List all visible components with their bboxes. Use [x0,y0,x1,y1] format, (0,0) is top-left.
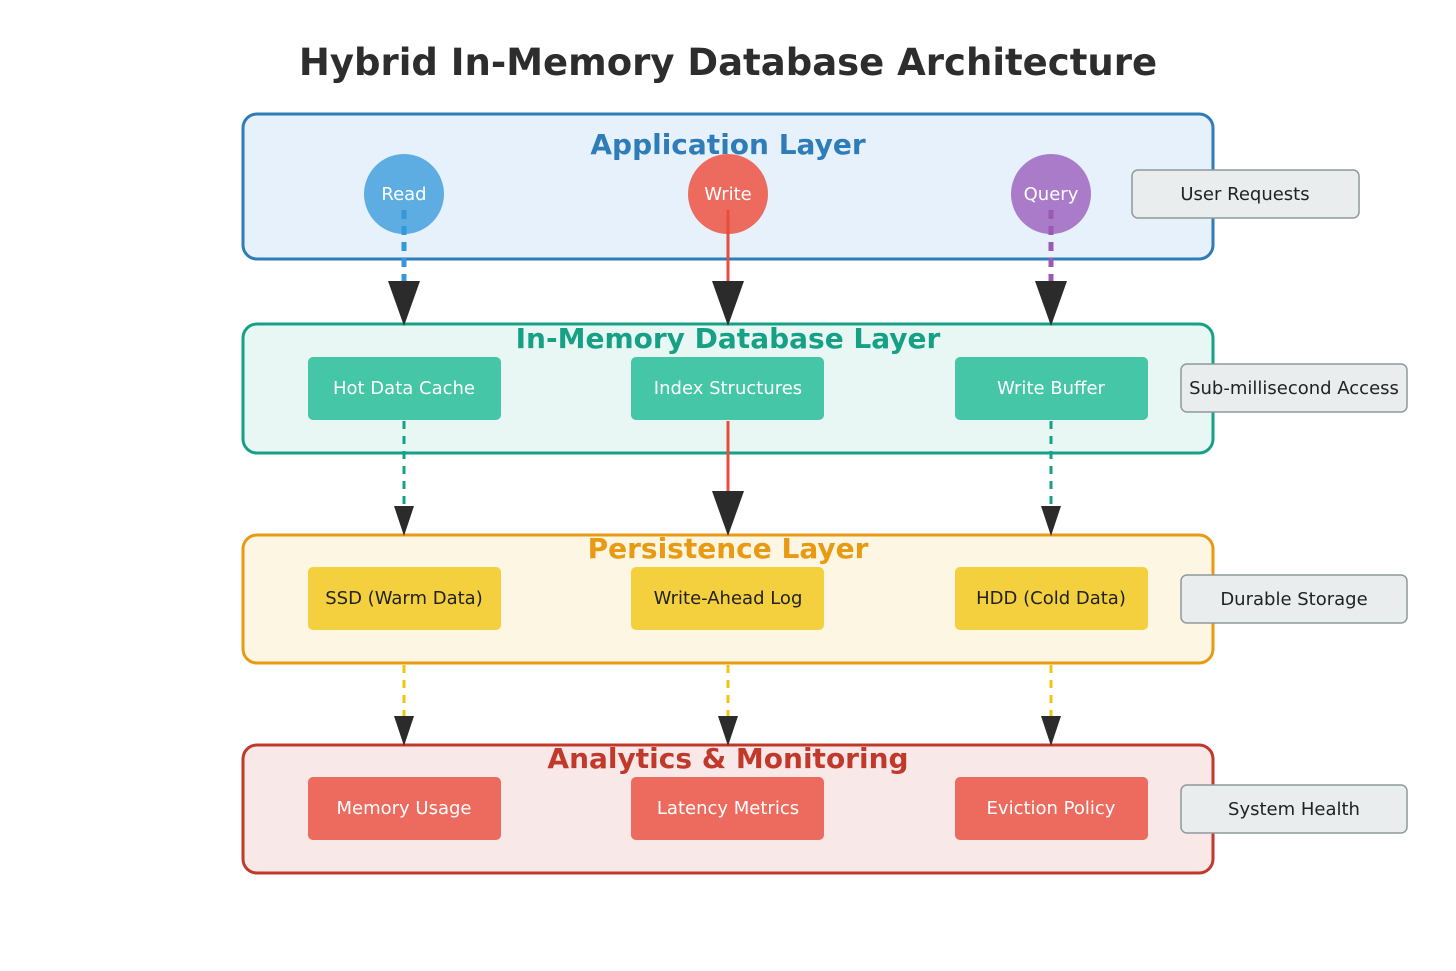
ssd-label: SSD (Warm Data) [325,588,482,609]
write-ahead-log-label: Write-Ahead Log [654,588,803,609]
hdd-box[interactable]: HDD (Cold Data) [955,567,1148,630]
eviction-policy-label: Eviction Policy [987,798,1116,819]
persistence-layer: Persistence Layer SSD (Warm Data) Write-… [241,532,1215,665]
side-label-durable-storage-text: Durable Storage [1220,589,1367,610]
buffer-to-hdd-arrowhead [1041,506,1061,536]
memory-usage-box[interactable]: Memory Usage [308,777,501,840]
write-ahead-log-box[interactable]: Write-Ahead Log [631,567,824,630]
read-arrowhead [388,281,420,326]
query-node[interactable]: Query [1011,154,1091,234]
application-layer: Application Layer Read Write Query [241,112,1215,261]
hdd-to-eviction-arrowhead [1041,716,1061,746]
hdd-label: HDD (Cold Data) [976,588,1126,609]
hot-data-cache-box[interactable]: Hot Data Cache [308,357,501,420]
index-to-wal-arrowhead [712,491,744,536]
latency-metrics-label: Latency Metrics [657,798,799,819]
hot-data-cache-label: Hot Data Cache [333,378,475,399]
latency-metrics-box[interactable]: Latency Metrics [631,777,824,840]
index-structures-box[interactable]: Index Structures [631,357,824,420]
side-label-system-health-text: System Health [1228,799,1360,820]
connectors-persistence-to-analytics [394,665,1061,746]
side-label-sub-millisecond-text: Sub-millisecond Access [1189,378,1399,399]
connectors-memory-to-persistence [394,421,1061,536]
connectors-app-to-memory [388,210,1067,326]
ssd-box[interactable]: SSD (Warm Data) [308,567,501,630]
write-buffer-label: Write Buffer [997,378,1105,399]
read-node[interactable]: Read [364,154,444,234]
write-node-label: Write [704,184,752,205]
write-buffer-box[interactable]: Write Buffer [955,357,1148,420]
ssd-to-memory-usage-arrowhead [394,716,414,746]
side-label-sub-millisecond: Sub-millisecond Access [1180,363,1408,413]
memory-layer: In-Memory Database Layer Hot Data Cache … [241,322,1215,455]
write-node[interactable]: Write [688,154,768,234]
read-node-label: Read [381,184,426,205]
write-arrowhead [712,281,744,326]
index-structures-label: Index Structures [654,378,802,399]
diagram-title: Hybrid In-Memory Database Architecture [299,41,1157,84]
side-label-user-requests-text: User Requests [1180,184,1309,205]
cache-to-ssd-arrowhead [394,506,414,536]
eviction-policy-box[interactable]: Eviction Policy [955,777,1148,840]
query-arrowhead [1035,281,1067,326]
memory-layer-title: In-Memory Database Layer [516,322,941,355]
analytics-layer-title: Analytics & Monitoring [547,742,908,775]
query-node-label: Query [1024,184,1079,205]
side-label-durable-storage: Durable Storage [1180,574,1408,624]
side-label-user-requests: User Requests [1131,169,1360,219]
persistence-layer-title: Persistence Layer [588,532,869,565]
wal-to-latency-arrowhead [718,716,738,746]
memory-usage-label: Memory Usage [336,798,471,819]
side-label-system-health: System Health [1180,784,1408,834]
analytics-layer: Analytics & Monitoring Memory Usage Late… [241,742,1215,875]
